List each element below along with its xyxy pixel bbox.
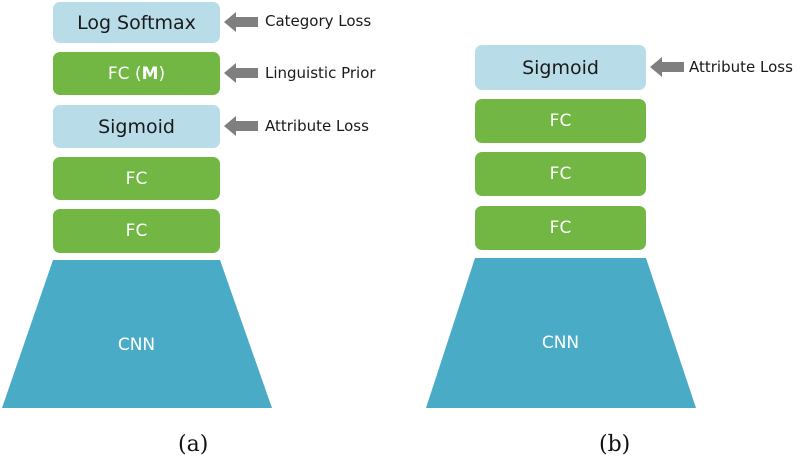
cnn-label-b: CNN — [541, 333, 580, 353]
fc-layer-b-2: FC — [475, 152, 646, 196]
fc-label-b-1: FC — [549, 111, 572, 131]
sigmoid-label-a: Sigmoid — [98, 115, 175, 138]
cnn-label-a: CNN — [117, 335, 156, 355]
fc-m-suffix: ) — [158, 63, 166, 84]
fc-layer-b-1: FC — [475, 99, 646, 143]
arrow-left-icon — [224, 116, 258, 136]
category-loss-note: Category Loss — [265, 12, 372, 30]
fc-layer-a-2: FC — [53, 209, 220, 253]
log-softmax-layer: Log Softmax — [53, 2, 220, 43]
fc-label-b-3: FC — [549, 218, 572, 238]
fc-label-a-2: FC — [125, 221, 148, 241]
attribute-loss-note-b: Attribute Loss — [689, 58, 793, 76]
caption-a: (a) — [178, 432, 209, 457]
arrow-left-icon — [224, 63, 258, 83]
fc-label-b-2: FC — [549, 164, 572, 184]
fc-layer-b-3: FC — [475, 206, 646, 250]
fc-m-prefix: FC ( — [107, 63, 142, 84]
linguistic-prior-note: Linguistic Prior — [265, 64, 376, 82]
arrow-left-icon — [224, 12, 258, 32]
sigmoid-layer-a: Sigmoid — [53, 105, 220, 148]
fc-m-layer: FC (M) — [53, 52, 220, 95]
attribute-loss-note-a: Attribute Loss — [265, 117, 369, 135]
sigmoid-label-b: Sigmoid — [522, 56, 599, 79]
cnn-block-a — [2, 260, 272, 408]
fc-m-bold: M — [141, 63, 159, 84]
sigmoid-layer-b: Sigmoid — [475, 45, 646, 90]
arrow-left-icon — [650, 57, 684, 77]
fc-layer-a-1: FC — [53, 157, 220, 200]
fc-label-a-1: FC — [125, 168, 148, 189]
cnn-block-b — [426, 258, 696, 408]
log-softmax-label: Log Softmax — [77, 11, 196, 34]
caption-b: (b) — [599, 432, 631, 457]
fc-m-label: FC (M) — [108, 64, 165, 84]
